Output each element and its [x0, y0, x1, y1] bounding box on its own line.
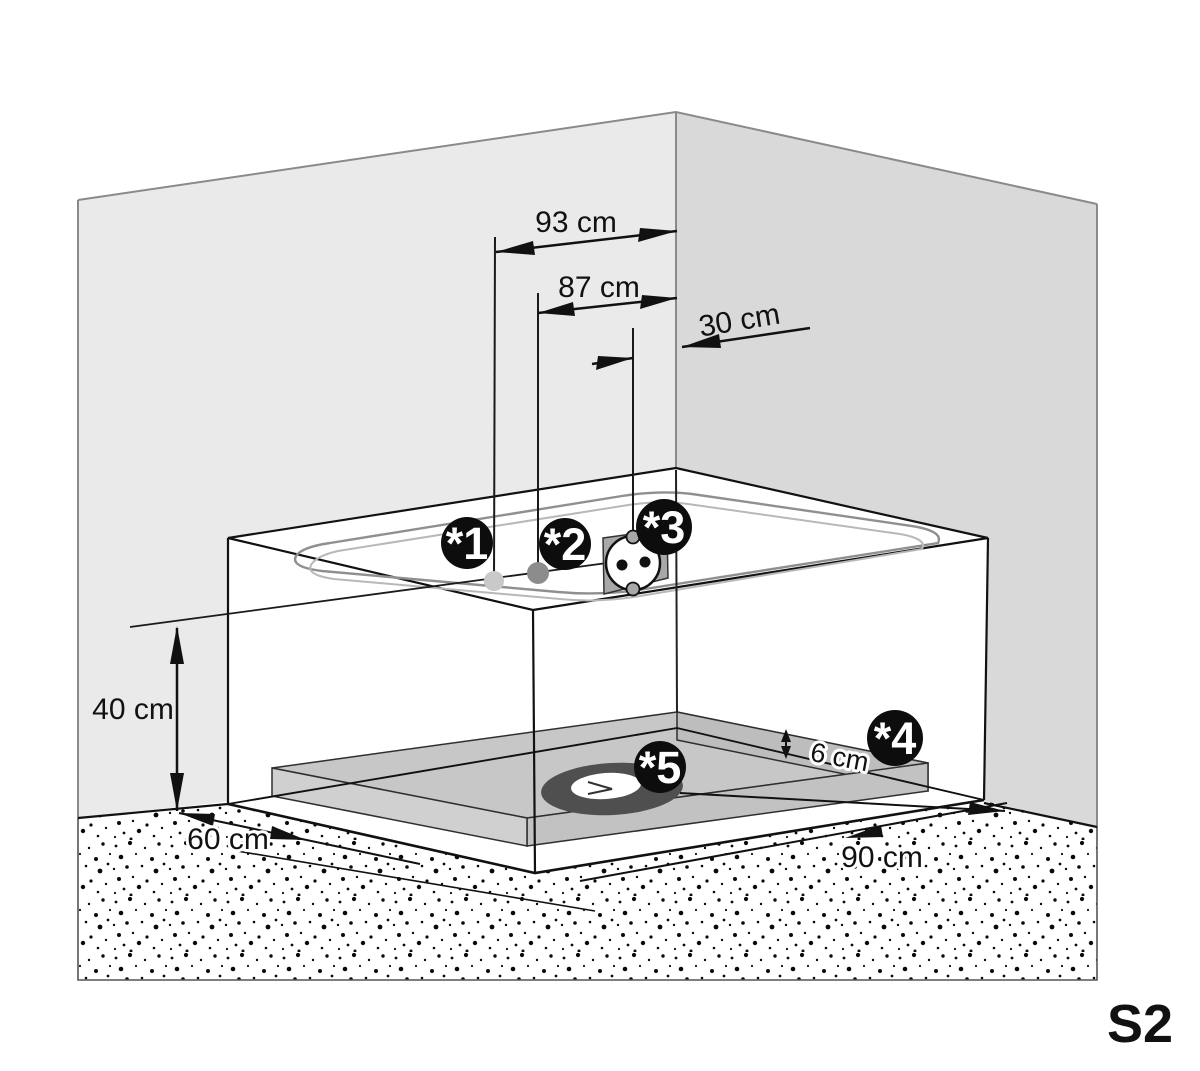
- ext-line-93: [493, 236, 496, 582]
- dimension-30: 30 cm: [591, 298, 811, 370]
- dimension-93: 93 cm: [495, 206, 678, 255]
- callout-5: *5: [634, 741, 686, 793]
- dimension-87-label: 87 cm: [558, 271, 640, 304]
- callout-1: *1: [441, 517, 493, 569]
- dimension-87: 87 cm: [537, 271, 678, 316]
- callout-1-label: *1: [446, 518, 489, 569]
- power-socket-icon: [602, 528, 669, 597]
- callout-4-label: *4: [874, 713, 917, 764]
- platform-side-left: [271, 767, 528, 847]
- callout-badges: *1 *2 *3 *4 *5: [441, 499, 923, 793]
- fitting-point-1: [484, 571, 504, 591]
- callout-5-label: *5: [639, 742, 682, 793]
- callout-3-label: *3: [643, 502, 686, 553]
- dimension-60-label: 60 cm: [187, 823, 269, 856]
- dimension-90: 90 cm: [579, 792, 1008, 882]
- wall-base-right: [983, 801, 1098, 829]
- callout-2-label: *2: [544, 519, 587, 570]
- dimension-40-label: 40 cm: [92, 693, 174, 726]
- dimension-90-label: 90 cm: [841, 841, 923, 874]
- wall-base-left: [77, 802, 229, 820]
- callout-2: *2: [539, 518, 591, 570]
- fitting-point-2: [527, 562, 549, 584]
- dimension-93-label: 93 cm: [535, 206, 617, 239]
- callout-4: *4: [867, 710, 923, 766]
- callout-3: *3: [636, 499, 692, 555]
- dimension-40: 40 cm: [92, 626, 184, 811]
- dimension-60: 60 cm: [178, 812, 596, 912]
- floor-border: [77, 818, 1098, 981]
- sheet-code-label: S2: [1107, 994, 1173, 1054]
- basin-inner-edge: [293, 491, 941, 595]
- bathtub-hidden-edges: [227, 727, 985, 805]
